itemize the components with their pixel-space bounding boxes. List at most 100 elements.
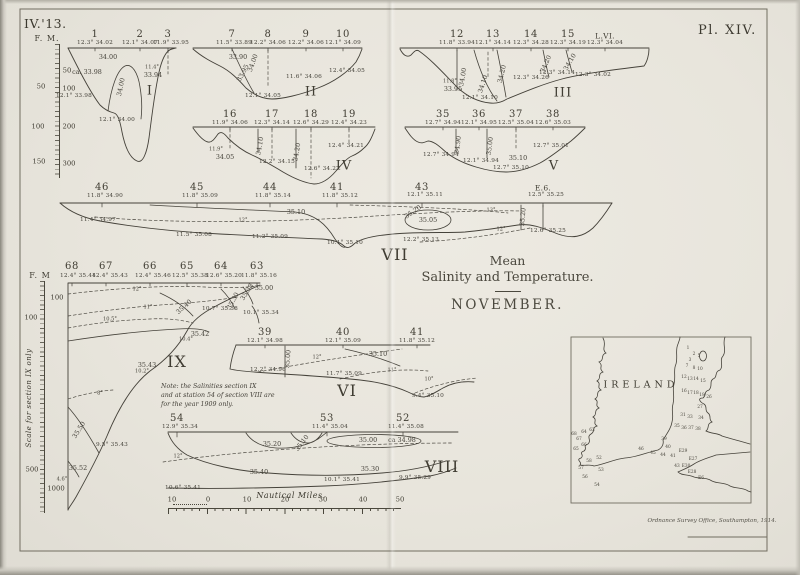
- station-number: 43: [415, 182, 429, 193]
- temperature-label: 12°: [238, 217, 248, 224]
- map-station-number: E27: [688, 456, 698, 462]
- temperature-label: 12°: [496, 226, 506, 233]
- volume-label: IV.'13.: [24, 16, 67, 31]
- station-value: 12.3° 34.14: [539, 70, 575, 77]
- station-value: 12.6° 35.03: [535, 120, 571, 127]
- station-value: 12.3° 34.26: [513, 75, 549, 82]
- axis-header: F. M.: [34, 34, 60, 43]
- map-station-number: 45: [650, 450, 656, 456]
- station-value: 12.2° 34.96: [250, 367, 286, 374]
- station-value: 12.2° 34.15: [259, 159, 295, 166]
- station-number: 41: [410, 327, 424, 338]
- temperature-label: 8°: [97, 390, 103, 397]
- section-numeral: IX: [167, 352, 187, 371]
- station-value: 12.1° 34.05: [245, 93, 281, 100]
- photo-edge: [0, 566, 800, 575]
- map-station-number: 16: [681, 388, 687, 394]
- isohaline-label: 35.10: [286, 207, 306, 216]
- station-number: 52: [396, 413, 410, 424]
- map-station-number: 27: [697, 404, 703, 410]
- isohaline-label: 35.10: [368, 349, 388, 358]
- station-number: 67: [99, 261, 113, 272]
- photo-edge: [0, 0, 7, 575]
- temperature-label: 12°: [173, 453, 183, 460]
- station-value: 12.4° 34.21: [328, 143, 364, 150]
- axis-tick-label: 300: [62, 159, 76, 168]
- temperature-label: 11°: [143, 304, 153, 311]
- section-numeral: VII: [381, 247, 408, 263]
- axis-tick-label: 10: [242, 495, 252, 504]
- map-station-number: 65: [573, 446, 579, 452]
- map-station-number: 38: [695, 426, 701, 432]
- station-number: 9: [302, 29, 310, 40]
- map-station-number: 15: [700, 378, 706, 384]
- map-station-number: 52: [596, 455, 602, 461]
- footnote-line: for the year 1909 only.: [161, 400, 234, 408]
- station-value: 11.8° 33.94: [439, 40, 475, 47]
- station-value: 12.1° 34.98: [247, 338, 283, 345]
- title-line-1: Mean: [489, 253, 526, 268]
- station-number: 15: [561, 29, 575, 40]
- station-value: 10.1° 35.10: [327, 240, 363, 247]
- section-IX-profile: [67, 282, 261, 511]
- station-value: 12.1° 34.10: [462, 95, 498, 102]
- map-inset: [570, 336, 752, 504]
- plate-number: Pl. XIV.: [698, 23, 757, 38]
- axis-tick-label: 10: [167, 495, 177, 504]
- station-value: 12.2° 34.06: [250, 40, 286, 47]
- map-station-number: 5: [697, 353, 701, 359]
- station-value: 12.3° 34.28: [513, 40, 549, 47]
- axis-tick-label: 150: [32, 157, 46, 166]
- axis-tick-label: 200: [62, 122, 76, 131]
- station-value: 11.4° 34.97: [80, 217, 116, 224]
- scalebar-label: Nautical Miles.: [256, 491, 326, 500]
- station-value: 12.6° 34.27: [304, 166, 340, 173]
- station-value: 11.5° 35.08: [176, 232, 212, 239]
- station-value: 10.1° 35.34: [243, 310, 279, 317]
- station-value: 11.4° 35.08: [388, 424, 424, 431]
- map-station-number: 36: [681, 425, 687, 431]
- station-value: 11.8° 35.12: [399, 338, 435, 345]
- map-station-number: 57: [578, 465, 584, 471]
- section-III-profile: [399, 47, 650, 104]
- plate-frame: [19, 8, 768, 552]
- section-numeral: V: [548, 158, 560, 174]
- temperature-label: 10.5°: [103, 316, 117, 323]
- station-number: 39: [258, 327, 272, 338]
- section-IV-profile: [192, 126, 376, 185]
- station-value: 12.2° 34.06: [288, 40, 324, 47]
- axis-tick-label: 1000: [47, 484, 65, 493]
- isohaline-label: 35.52: [68, 463, 88, 472]
- map-station-number: 41: [670, 453, 676, 459]
- isohaline-label: 35.43: [137, 360, 157, 369]
- station-number: 1: [91, 29, 99, 40]
- station-number: 18: [304, 109, 318, 120]
- station-number: 68: [65, 261, 79, 272]
- section-numeral: IV: [335, 158, 353, 174]
- station-number: 38: [546, 109, 560, 120]
- temperature-label: 13°: [486, 207, 496, 214]
- station-number: 10: [336, 29, 350, 40]
- plate-title: Mean Salinity and Temperature. NOVEMBER.: [415, 253, 600, 313]
- station-value: 12.4° 35.44: [60, 273, 96, 280]
- station-value: 12.5° 35.04: [498, 120, 534, 127]
- temperature-label: 12°: [312, 354, 322, 361]
- station-number: 7: [228, 29, 236, 40]
- isohaline-label: 34.00: [98, 52, 118, 61]
- map-station-number: 44: [660, 452, 666, 458]
- temperature-label: 4.6°: [56, 476, 68, 483]
- map-station-number: 12: [681, 374, 687, 380]
- isohaline-label: 34.05: [215, 152, 235, 161]
- station-number: 3: [164, 29, 172, 40]
- map-station-number: 46: [638, 446, 644, 452]
- axis-tick-label: 100: [62, 84, 76, 93]
- station-value: 12.9° 35.34: [162, 424, 198, 431]
- section-I-profile: [67, 47, 177, 162]
- station-number: 37: [509, 109, 523, 120]
- nautical-miles-scalebar: [168, 508, 401, 514]
- station-value: 11.4° 35.04: [312, 424, 348, 431]
- station-value: 11.8° 35.09: [182, 193, 218, 200]
- station-value: 12.6° 35.25: [530, 228, 566, 235]
- station-number: 53: [320, 413, 334, 424]
